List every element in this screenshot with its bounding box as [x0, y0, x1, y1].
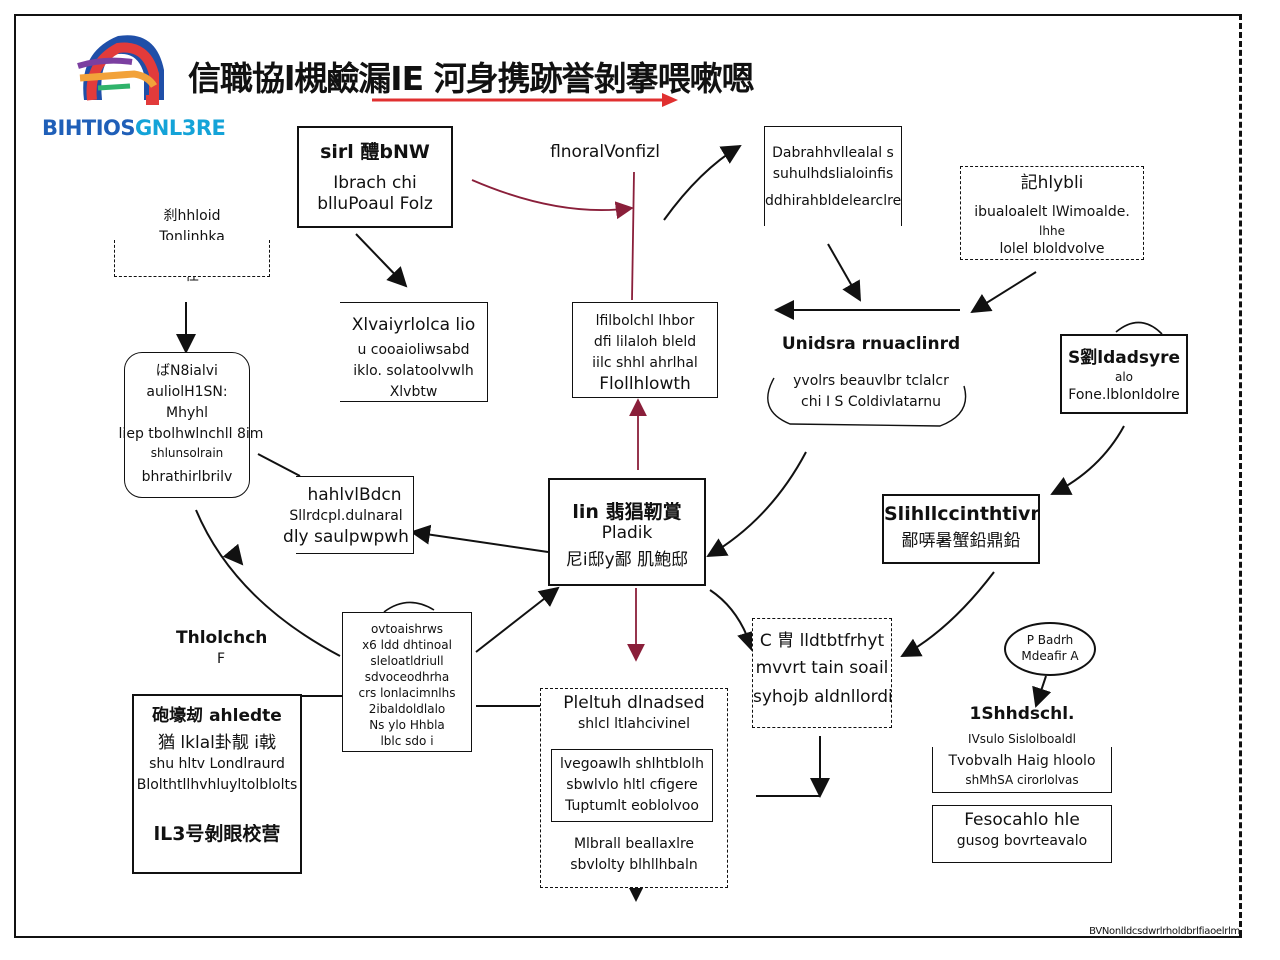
edge-n10-n11 [257, 453, 301, 477]
edge-n1-n7 [471, 179, 634, 220]
diagram-title: 信職協l槻鹼漏IE 河身携跡誉剝搴喂嗽嗯 [188, 59, 755, 98]
edge-n13-n16 [900, 571, 995, 657]
footer-caption: BVNonlldcsdwrlrholdbrlfiaoelrlm [1089, 926, 1240, 937]
edge-n17-n20 [1032, 675, 1052, 708]
edge-n4-line [970, 271, 1037, 314]
node-n5: 刹hhloid Tonlinhka 仕 [114, 206, 270, 298]
diagram-frame [14, 14, 1242, 938]
edge-n3-n7 [663, 144, 742, 221]
edge-n15-topcurve [383, 601, 435, 613]
edge-n12-n16 [709, 589, 757, 652]
edge-n9-n13 [1050, 425, 1125, 495]
node-n11: hahlvlBdcn Sllrdcpl.dulnaral dly saulpwp… [283, 476, 414, 554]
edge-n2-n7 [631, 171, 635, 301]
node-n4: 記hlybli ibualoalelt lWimoalde. lhhe lole… [960, 166, 1144, 260]
edge-n10-mark [222, 543, 244, 566]
edge-n15-n12 [475, 586, 560, 653]
node-n3: Dabrahhvllealal s suhulhdslialoinfis ddh… [764, 126, 902, 226]
node-n7: lfilbolchl lhbor dfi lilaloh bleld iilc … [572, 302, 718, 398]
brand-name: BIHTIOSGNL3RE [42, 116, 226, 140]
brand-name-part-a: BIHTIOS [42, 116, 136, 140]
node-n1: sirl 醴bNW Ibrach chi blluPoaul Folz [297, 126, 453, 228]
node-n12: lin 翡猖靭賞 Pladik 尼i邸y鄙 肌鮑邸 [548, 478, 706, 586]
node-n20: 1Shhdschl. IVsulo Sislolboaldl Tvobvalh … [932, 704, 1112, 876]
node-n6: Xlvaiyrlolca lio u cooaioliwsabd iklo. s… [340, 302, 488, 402]
edge-n8-n12 [706, 451, 807, 558]
node-n19: Pleltuh dlnadsed shlcl ltlahcivinel lveg… [540, 688, 728, 888]
edge-n1-n6 [355, 233, 408, 288]
node-n17: P Badrh Mdeafir A [1004, 622, 1096, 676]
diagram-frame-right-edge [1239, 14, 1242, 936]
edge-n8-bracket [767, 377, 967, 427]
brand-logo-icon [77, 35, 164, 105]
node-n16: C 胄 lldtbtfrhyt mvvrt tain soail syhojb … [752, 618, 892, 728]
node-n2: flnoralVonfizl [550, 142, 660, 162]
edge-n11-n12 [410, 524, 549, 553]
node-n15: ovtoaishrws x6 ldd dhtinoal sleloatldriu… [342, 612, 472, 752]
title-underline-arrow-icon [372, 93, 678, 107]
node-n13: Slihllccinthtivno 鄙哢暑蟹鉛鼎鉛 [882, 494, 1040, 564]
node-n9: S劉ldadsyre alo Fone.lblonldolre [1060, 334, 1188, 414]
node-n10: ばN8ialvi auliolH1SN: Mhyhl liep tbolhwln… [119, 352, 263, 498]
node-n8: Unidsra rnuaclinrd yvolrs beauvlbr tclal… [781, 334, 961, 410]
edge-n3-n8 [827, 243, 861, 302]
edge-n9-topcurve [1115, 321, 1163, 335]
brand-name-part-b: GNL3RE [135, 116, 226, 140]
edge-n10-n15 [195, 509, 341, 657]
node-n18: 砲壕刼 ahledte 猶 lklal卦靓 i戟 shu hltv Londlr… [132, 694, 302, 874]
node-n14: Thlolchch F [176, 628, 266, 667]
